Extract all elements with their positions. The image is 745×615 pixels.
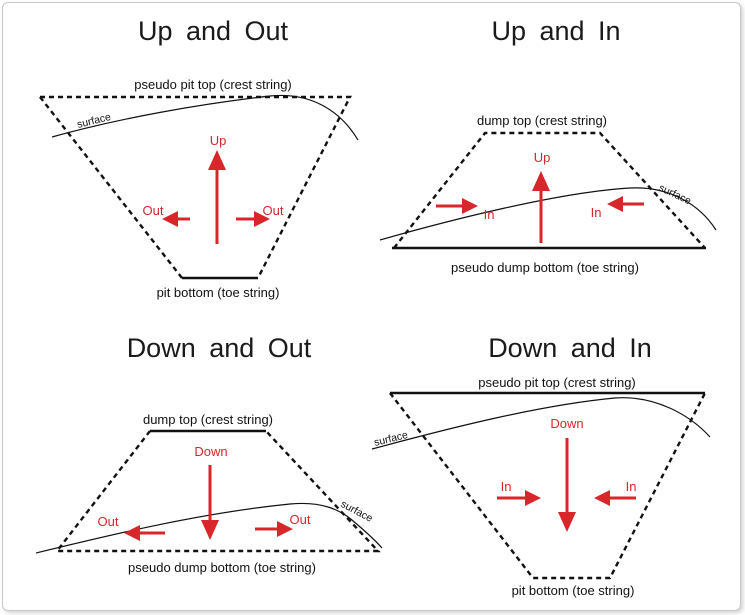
surface-line [379,187,717,241]
pit-top-outline [40,95,352,279]
up-label: Up [534,150,551,165]
up-arrow-head-icon [208,150,226,170]
in-left-arrow-head-icon [525,490,541,506]
down-arrow-head-icon [558,512,576,532]
pit-outline [389,392,707,580]
in-right-label: In [591,205,602,220]
panel-title: Down and Out [127,333,312,363]
panel-up-and-in: Up and In dump top (crest string) surfac… [379,16,717,275]
surface-label: surface [373,429,409,449]
out-right-arrow-head-icon [254,211,270,227]
surface-line [35,502,383,554]
in-left-arrow-head-icon [462,198,478,214]
panel-title: Up and In [491,16,620,46]
panel-title: Down and In [488,333,652,363]
surface-label: surface [657,182,693,207]
down-label: Down [550,416,583,431]
down-arrow-head-icon [201,520,219,540]
crest-string-label: dump top (crest string) [143,412,273,427]
panel-title: Up and Out [138,16,289,46]
out-right-label: Out [263,203,284,218]
up-label: Up [210,133,227,148]
panel-up-and-out: Up and Out pseudo pit top (crest string)… [39,16,359,300]
in-right-label: In [626,479,637,494]
panel-down-and-in: Down and In pseudo pit top (crest string… [371,333,711,598]
up-arrow-head-icon [532,171,550,191]
pit-left-wall [39,96,183,279]
surface-label: surface [76,111,112,131]
in-right-arrow-head-icon [607,196,623,212]
out-left-arrow-head-icon [124,525,140,541]
panel-down-and-out: Down and Out dump top (crest string) sur… [35,333,383,575]
dump-outline [54,430,381,553]
crest-string-label: pseudo pit top (crest string) [134,77,292,92]
surface-line [371,397,711,450]
out-left-arrow-head-icon [162,211,178,227]
toe-string-label: pit bottom (toe string) [512,583,635,598]
crest-string-label: pseudo pit top (crest string) [478,375,636,390]
toe-string-label: pseudo dump bottom (toe string) [128,560,316,575]
out-right-arrow-head-icon [277,521,293,537]
dump-outline [393,131,706,249]
toe-string-label: pseudo dump bottom (toe string) [451,260,639,275]
in-left-label: In [501,479,512,494]
crest-string-label: dump top (crest string) [477,113,607,128]
toe-string-label: pit bottom (toe string) [157,285,280,300]
out-left-label: Out [98,514,119,529]
out-left-label: Out [143,203,164,218]
in-left-label: In [484,207,495,222]
surface-line [51,94,359,141]
in-right-arrow-head-icon [594,490,610,506]
down-label: Down [194,444,227,459]
surface-label: surface [339,498,375,525]
out-right-label: Out [290,512,311,527]
